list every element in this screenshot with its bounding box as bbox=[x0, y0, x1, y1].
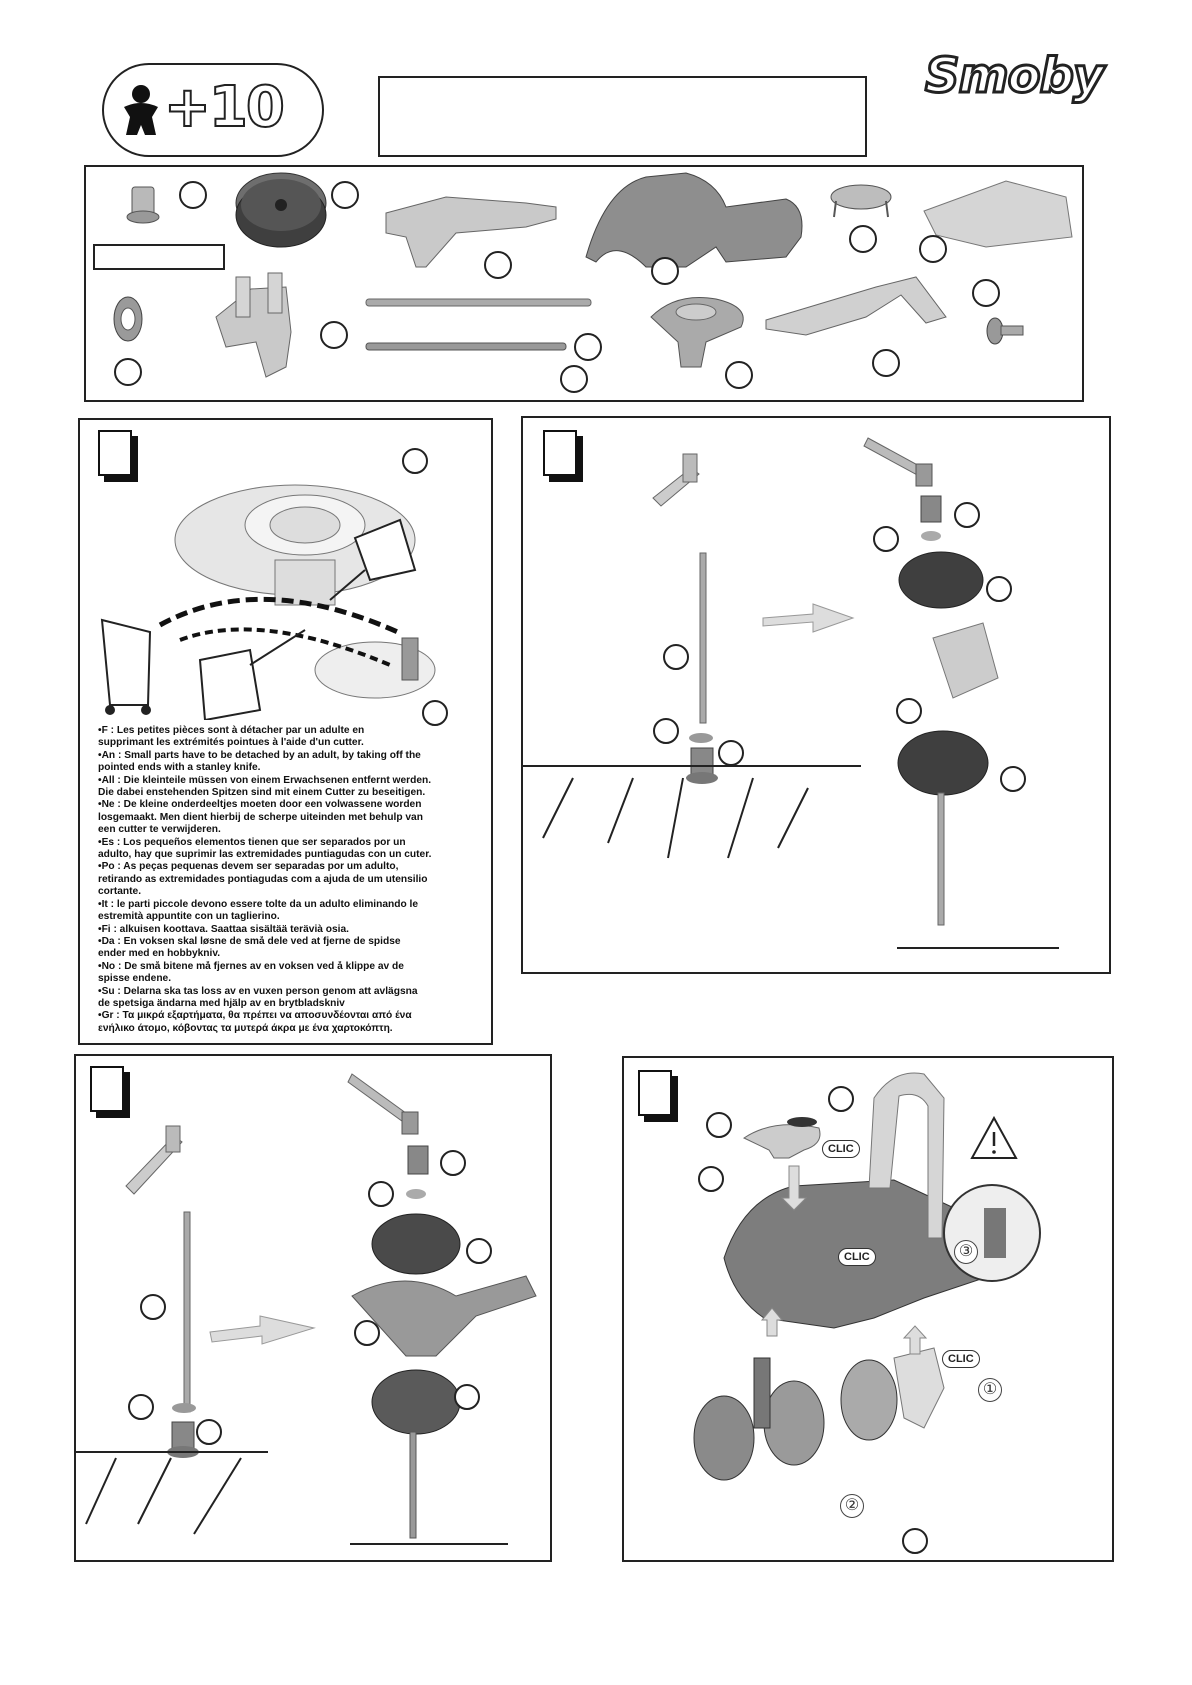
callout-3a bbox=[140, 1294, 166, 1320]
callout-3h bbox=[454, 1384, 480, 1410]
wheel-part bbox=[235, 172, 327, 248]
clic-label-2: CLIC bbox=[838, 1248, 876, 1266]
seat-cover-disc-part bbox=[830, 184, 892, 218]
cap-sleeve-part bbox=[126, 186, 160, 224]
callout-4c bbox=[698, 1166, 724, 1192]
warning-triangle-icon bbox=[970, 1115, 1018, 1159]
callout-3c bbox=[196, 1419, 222, 1445]
step-number-4 bbox=[638, 1070, 672, 1116]
callout-2e bbox=[873, 526, 899, 552]
step-order-2: ② bbox=[840, 1494, 864, 1518]
callout-2f bbox=[986, 576, 1012, 602]
hammer-icon-4 bbox=[347, 1073, 419, 1135]
callout-4a bbox=[828, 1086, 854, 1112]
hammer-icon-2 bbox=[863, 437, 933, 487]
callout-2d bbox=[954, 502, 980, 528]
steering-hub-part bbox=[650, 296, 744, 368]
arrow-icon bbox=[762, 603, 855, 633]
step-1-panel bbox=[78, 418, 493, 1045]
step-3-illustration bbox=[76, 1073, 537, 1545]
steering-hub-cutout bbox=[174, 484, 416, 606]
up-arrow-icon-2 bbox=[902, 1325, 928, 1355]
step-number-1 bbox=[98, 430, 132, 476]
detail-magnifier bbox=[943, 1184, 1041, 1282]
arrow-icon-3 bbox=[209, 1315, 316, 1345]
callout-3g bbox=[354, 1320, 380, 1346]
step-1-illustration bbox=[100, 484, 436, 720]
short-axle-part bbox=[365, 342, 567, 351]
steering-hub bbox=[742, 1117, 821, 1159]
age-badge: +10 bbox=[102, 63, 324, 157]
parts-illustrations bbox=[93, 172, 1073, 393]
step-4-panel: CLIC CLIC CLIC ① ② ③ bbox=[622, 1056, 1114, 1562]
step-number-3 bbox=[90, 1066, 124, 1112]
callout-2b bbox=[653, 718, 679, 744]
callout-2g bbox=[896, 698, 922, 724]
hammer-icon bbox=[652, 453, 700, 507]
callout-3d bbox=[440, 1150, 466, 1176]
callout-4d bbox=[902, 1528, 928, 1554]
front-fork-part bbox=[385, 196, 557, 268]
step-order-3: ③ bbox=[954, 1240, 978, 1264]
cap-sleeve-small bbox=[401, 637, 419, 681]
rear-axle-bracket-part bbox=[215, 272, 292, 378]
step-2-illustration bbox=[523, 437, 1059, 949]
callout-3e bbox=[368, 1181, 394, 1207]
long-axle-part bbox=[365, 298, 592, 307]
callout-2a bbox=[663, 644, 689, 670]
callout-1b bbox=[422, 700, 448, 726]
push-handle bbox=[868, 1072, 945, 1239]
step-number-2 bbox=[543, 430, 577, 476]
clic-label-3: CLIC bbox=[942, 1350, 980, 1368]
body-shell-part bbox=[585, 172, 803, 268]
hand-with-knife-icon bbox=[198, 518, 417, 720]
step-3-panel bbox=[74, 1054, 552, 1562]
safety-warnings: •F : Les petites pièces sont à détacher … bbox=[98, 725, 432, 1034]
callout-4b bbox=[706, 1112, 732, 1138]
age-label: +10 bbox=[163, 74, 286, 141]
callout-3b bbox=[128, 1394, 154, 1420]
screw-part bbox=[986, 317, 1024, 345]
rear-wheel-assembly bbox=[840, 1347, 945, 1441]
child-icon bbox=[124, 85, 158, 135]
step-4-illustration bbox=[693, 1072, 1041, 1481]
callout-2c bbox=[718, 740, 744, 766]
down-arrow-icon bbox=[780, 1165, 808, 1211]
hammer-icon-3 bbox=[125, 1125, 183, 1195]
push-handle-part bbox=[765, 276, 947, 336]
up-arrow-icon bbox=[760, 1307, 784, 1337]
parts-list-panel bbox=[84, 165, 1084, 402]
step-order-1: ① bbox=[978, 1378, 1002, 1402]
front-wheel-assembly bbox=[693, 1357, 825, 1481]
callout-3f bbox=[466, 1238, 492, 1264]
step-2-panel bbox=[521, 416, 1111, 974]
callout-2h bbox=[1000, 766, 1026, 792]
title-box bbox=[378, 76, 867, 157]
clic-label-1: CLIC bbox=[822, 1140, 860, 1158]
washer-part bbox=[113, 296, 143, 342]
seat-plate-part bbox=[923, 180, 1073, 248]
brand-logo: Smoby bbox=[923, 47, 1105, 106]
trash-bin-icon bbox=[100, 618, 152, 715]
callout-1a bbox=[402, 448, 428, 474]
